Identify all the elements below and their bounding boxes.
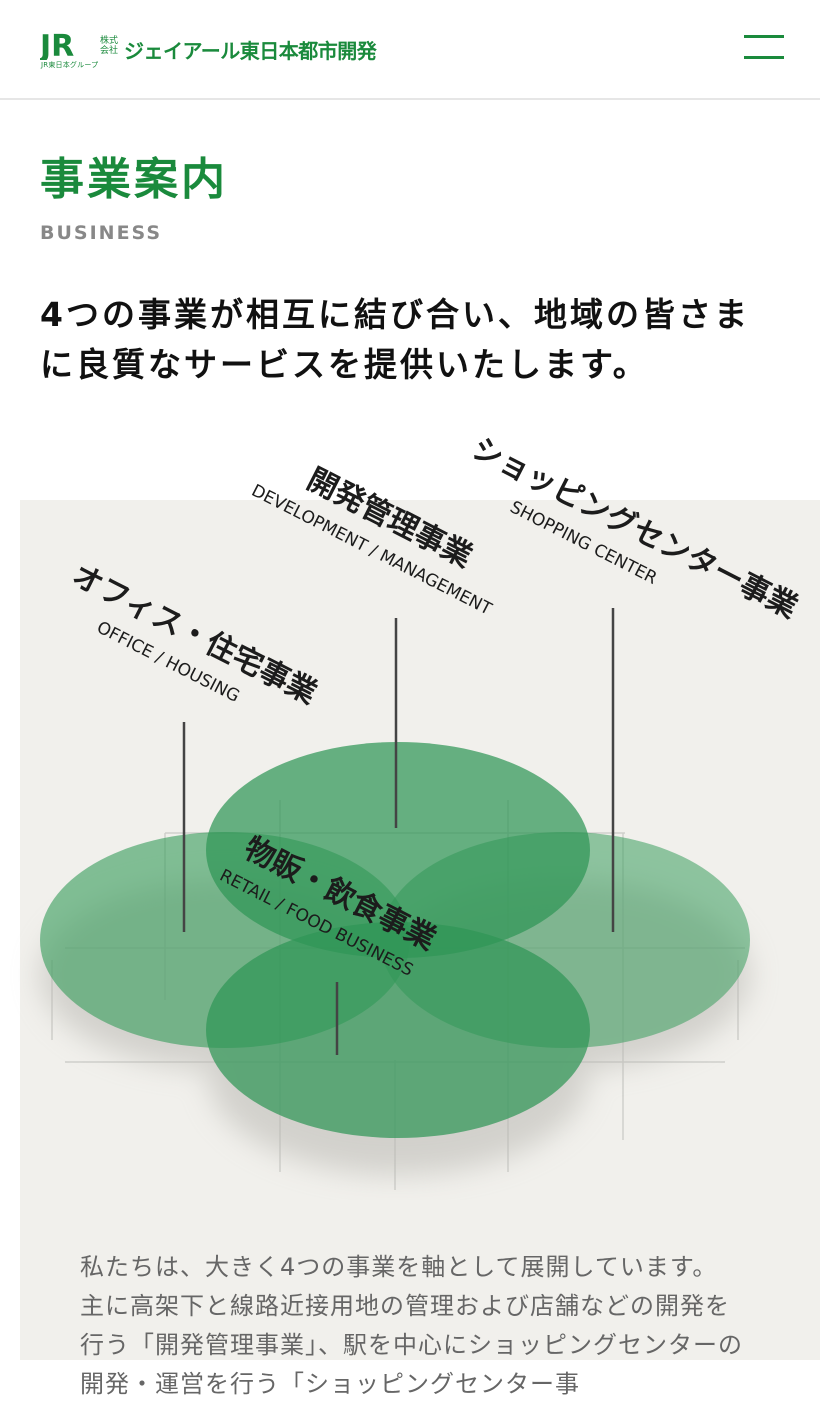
lead-text: 4つの事業が相互に結び合い、地域の皆さまに良質なサービスを提供いたします。 bbox=[40, 295, 750, 384]
logo-group-text: JR東日本グループ bbox=[41, 61, 99, 69]
menu-line bbox=[744, 56, 784, 59]
circle-development bbox=[206, 742, 590, 958]
site-header: JR JR東日本グループ 株式会社 ジェイアール東日本都市開発 bbox=[0, 0, 820, 100]
intro-paragraph: 私たちは、大きく4つの事業を軸として展開しています。 主に高架下と線路近接用地の… bbox=[80, 1253, 743, 1398]
circle-retail-food bbox=[206, 922, 590, 1138]
logo-kaisha-text: 株式会社 bbox=[100, 36, 119, 56]
label-shopping-center-ja: ショッピングセンター事業 bbox=[466, 431, 803, 626]
jr-logo-mark: JR bbox=[40, 30, 74, 60]
logo-company-name: ジェイアール東日本都市開発 bbox=[124, 39, 377, 63]
page-title: 事業案内 bbox=[40, 154, 228, 205]
page-subtitle: BUSINESS bbox=[40, 222, 163, 244]
diagram-circles bbox=[40, 742, 750, 1138]
menu-line bbox=[744, 35, 784, 38]
diagram-leader-lines bbox=[182, 608, 615, 1055]
business-diagram: オフィス・住宅事業 OFFICE / HOUSING 開発管理事業 DEVELO… bbox=[40, 431, 803, 1190]
jr-logo-icon: JR bbox=[40, 30, 74, 60]
hamburger-icon[interactable] bbox=[744, 32, 784, 62]
